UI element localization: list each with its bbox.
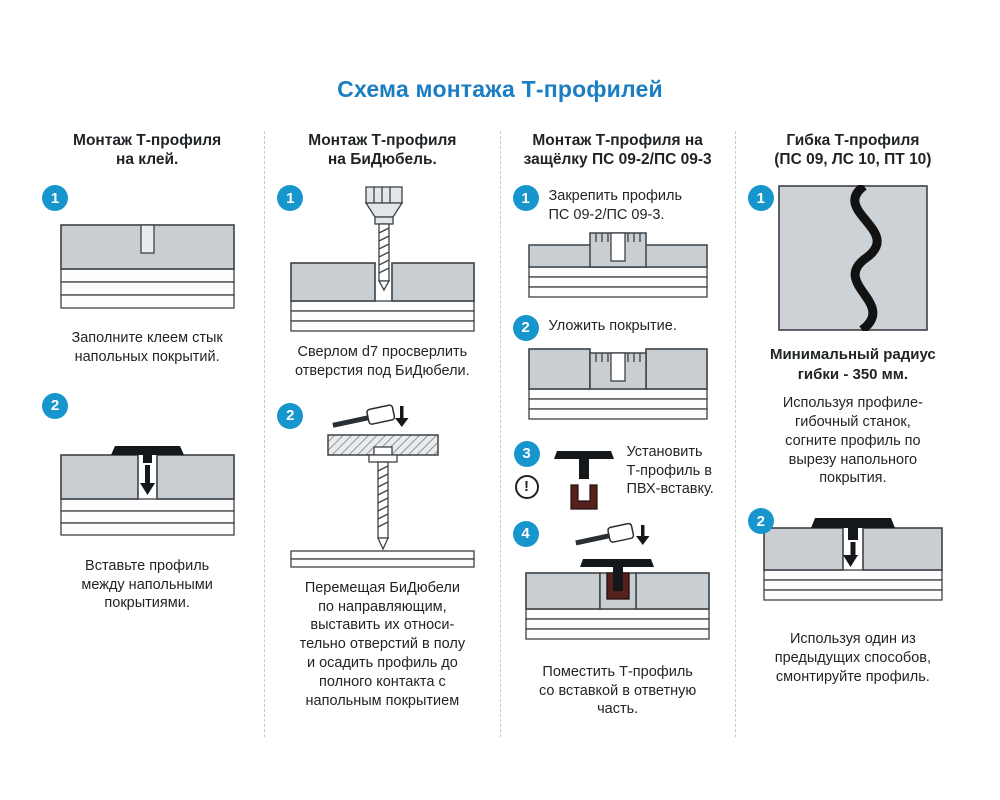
bending-instructions: Используя профиле- гибочный станок, согн… (782, 395, 923, 487)
warning-icon: ! (514, 474, 539, 499)
glue-step-2: 2 Вставьте профил (42, 392, 252, 614)
bending-step-2: 2 Используя один (747, 508, 958, 687)
glue-step-1-caption: Заполните клеем стык напольных покрытий. (71, 330, 223, 365)
t-profile-cap (110, 445, 184, 455)
bending-step-2-caption: Используя один из предыдущих способов, с… (774, 631, 932, 685)
glue-step-2-caption: Вставьте профиль между напольными покрыт… (81, 557, 213, 612)
diagram-glue-joint (59, 224, 235, 309)
drill-icon (364, 186, 404, 292)
t-profile-cap (810, 518, 895, 529)
diagram-latch-covering (527, 347, 708, 420)
step-number-badge: 1 (42, 185, 68, 211)
diagram-bidowel-set (290, 404, 475, 568)
latch-step-1-caption: Закрепить профиль ПС 09-2/ПС 09-3. (548, 188, 683, 223)
step-number-badge: 1 (277, 185, 304, 211)
step-number-badge: 2 (42, 392, 68, 419)
glue-step-1: 1 Заполните клеем стык напольных покрыти… (42, 185, 252, 367)
latch-step-4: 4 (512, 520, 723, 720)
step-number-badge: 1 (747, 185, 774, 211)
bidowel-step-2: 2 (277, 402, 487, 711)
latch-step-2-caption: Уложить покрытие. (548, 317, 677, 334)
column-bending: Гибка Т-профиля (ПС 09, ЛС 10, ПТ 10) 1 … (734, 131, 970, 738)
step-number-badge: 2 (277, 402, 304, 429)
t-profile-cap (553, 450, 614, 459)
latch-step-1: 1 Закрепить профиль ПС 09-2/ПС 09-3. (512, 185, 723, 303)
bending-step-1: 1 (747, 185, 958, 331)
arrow-down-icon (139, 464, 155, 495)
step-number-badge: 4 (512, 520, 539, 547)
diagram-mounted-profile (763, 518, 943, 601)
hammer-icon (332, 404, 396, 428)
latch-step-3-caption: Установить Т-профиль в ПВХ-вставку. (626, 443, 714, 498)
bent-profile-curve (850, 185, 882, 331)
pvc-insert (569, 484, 598, 510)
step-number-badge: 3 (513, 440, 540, 467)
diagram-pvc-insert (553, 450, 614, 510)
diagram-bent-profile (778, 185, 928, 331)
bending-radius-note: Минимальный радиус гибки - 350 мм. (769, 346, 936, 383)
arrow-down-icon (636, 524, 650, 545)
column-bending-header: Гибка Т-профиля (ПС 09, ЛС 10, ПТ 10) (774, 132, 932, 169)
column-latch: Монтаж Т-профиля на защёлку ПС 09-2/ПС 0… (499, 131, 735, 738)
step-number-badge: 2 (512, 314, 539, 341)
diagram-latch-base (527, 231, 708, 298)
bidowel-step-1: 1 (277, 185, 487, 381)
column-bidowel: Монтаж Т-профиля на БиДюбель. 1 (264, 131, 499, 738)
latch-step-4-caption: Поместить Т-профиль со вставкой в ответн… (538, 663, 697, 718)
column-latch-header: Монтаж Т-профиля на защёлку ПС 09-2/ПС 0… (523, 132, 712, 169)
latch-step-2: 2 Уложить покрытие. (512, 314, 723, 429)
step-number-badge: 2 (747, 508, 774, 535)
page-title: Схема монтажа Т-профилей (337, 76, 663, 102)
diagram-latch-final (525, 522, 710, 640)
arrow-down-icon (842, 542, 858, 568)
diagram-glue-insert (59, 445, 235, 536)
columns-container: Монтаж Т-профиля на клей. 1 Заполните кл… (30, 131, 970, 738)
hammer-icon (575, 522, 635, 546)
step-number-badge: 1 (512, 185, 539, 211)
column-glue-header: Монтаж Т-профиля на клей. (73, 132, 222, 169)
diagram-drilling (290, 186, 475, 332)
column-bidowel-header: Монтаж Т-профиля на БиДюбель. (308, 132, 457, 169)
t-profile-cap (580, 558, 655, 567)
bidowel-step-1-caption: Сверлом d7 просверлить отверстия под БиД… (295, 344, 470, 379)
bidowel-step-2-caption: Перемещая БиДюбели по направляющим, выст… (299, 579, 466, 709)
latch-step-3: 3 ! Установить Т-профиль в ПВХ-вставку. (513, 440, 723, 511)
column-glue: Монтаж Т-профиля на клей. 1 Заполните кл… (30, 131, 264, 737)
arrow-down-icon (394, 405, 409, 427)
